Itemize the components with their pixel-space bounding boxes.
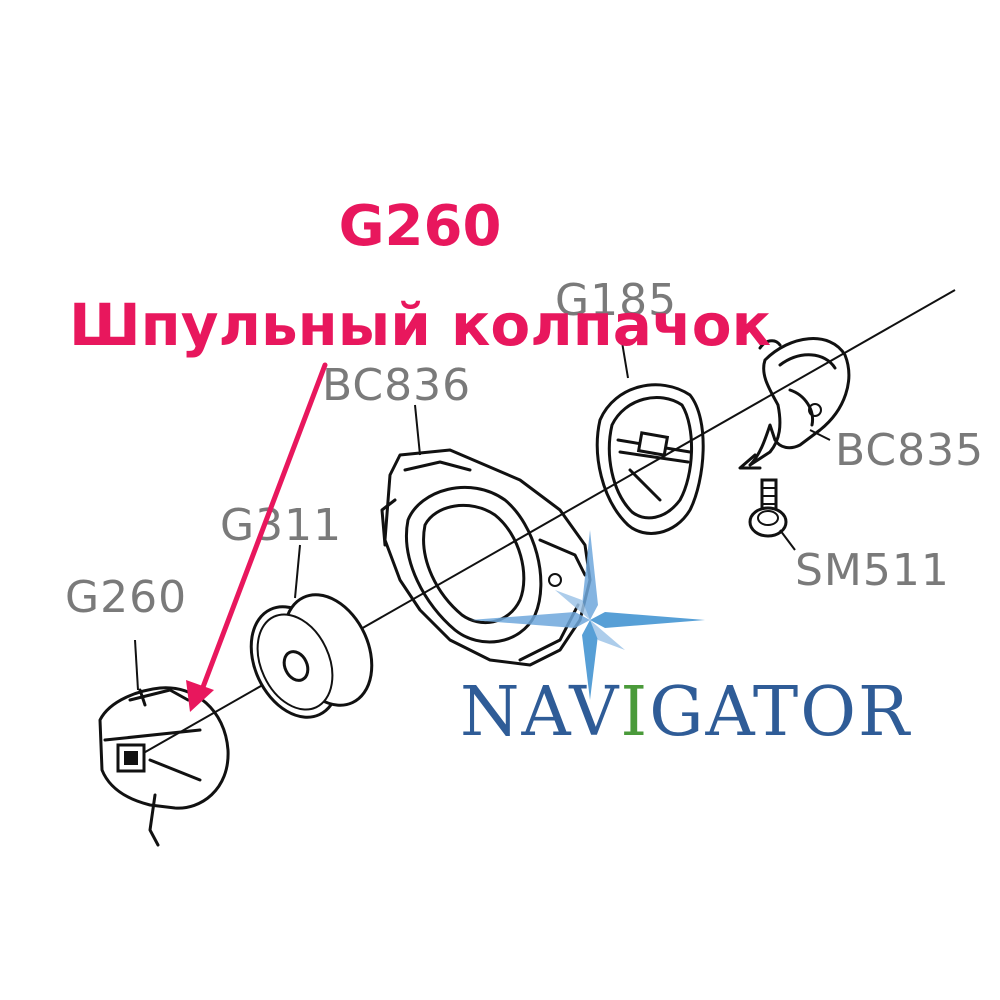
part-bc836	[380, 448, 592, 667]
compass-star-icon	[470, 530, 705, 700]
label-sm511: SM511	[795, 545, 950, 596]
part-g311	[249, 593, 374, 719]
label-g260: G260	[65, 572, 187, 623]
pointer-arrow	[186, 362, 328, 712]
part-g185	[595, 383, 705, 535]
label-g185: G185	[555, 275, 677, 326]
label-g311: G311	[220, 500, 342, 551]
part-bc835	[738, 337, 851, 470]
label-bc835: BC835	[835, 425, 984, 476]
part-g260	[98, 686, 230, 847]
highlight-name: Шпульный колпачок	[69, 291, 771, 359]
part-sm511	[748, 478, 788, 538]
label-bc836: BC836	[322, 360, 471, 411]
leader-lines	[134, 329, 831, 691]
highlight-code: G260	[339, 194, 502, 259]
watermark-brand: NAVIGATOR	[460, 673, 911, 752]
